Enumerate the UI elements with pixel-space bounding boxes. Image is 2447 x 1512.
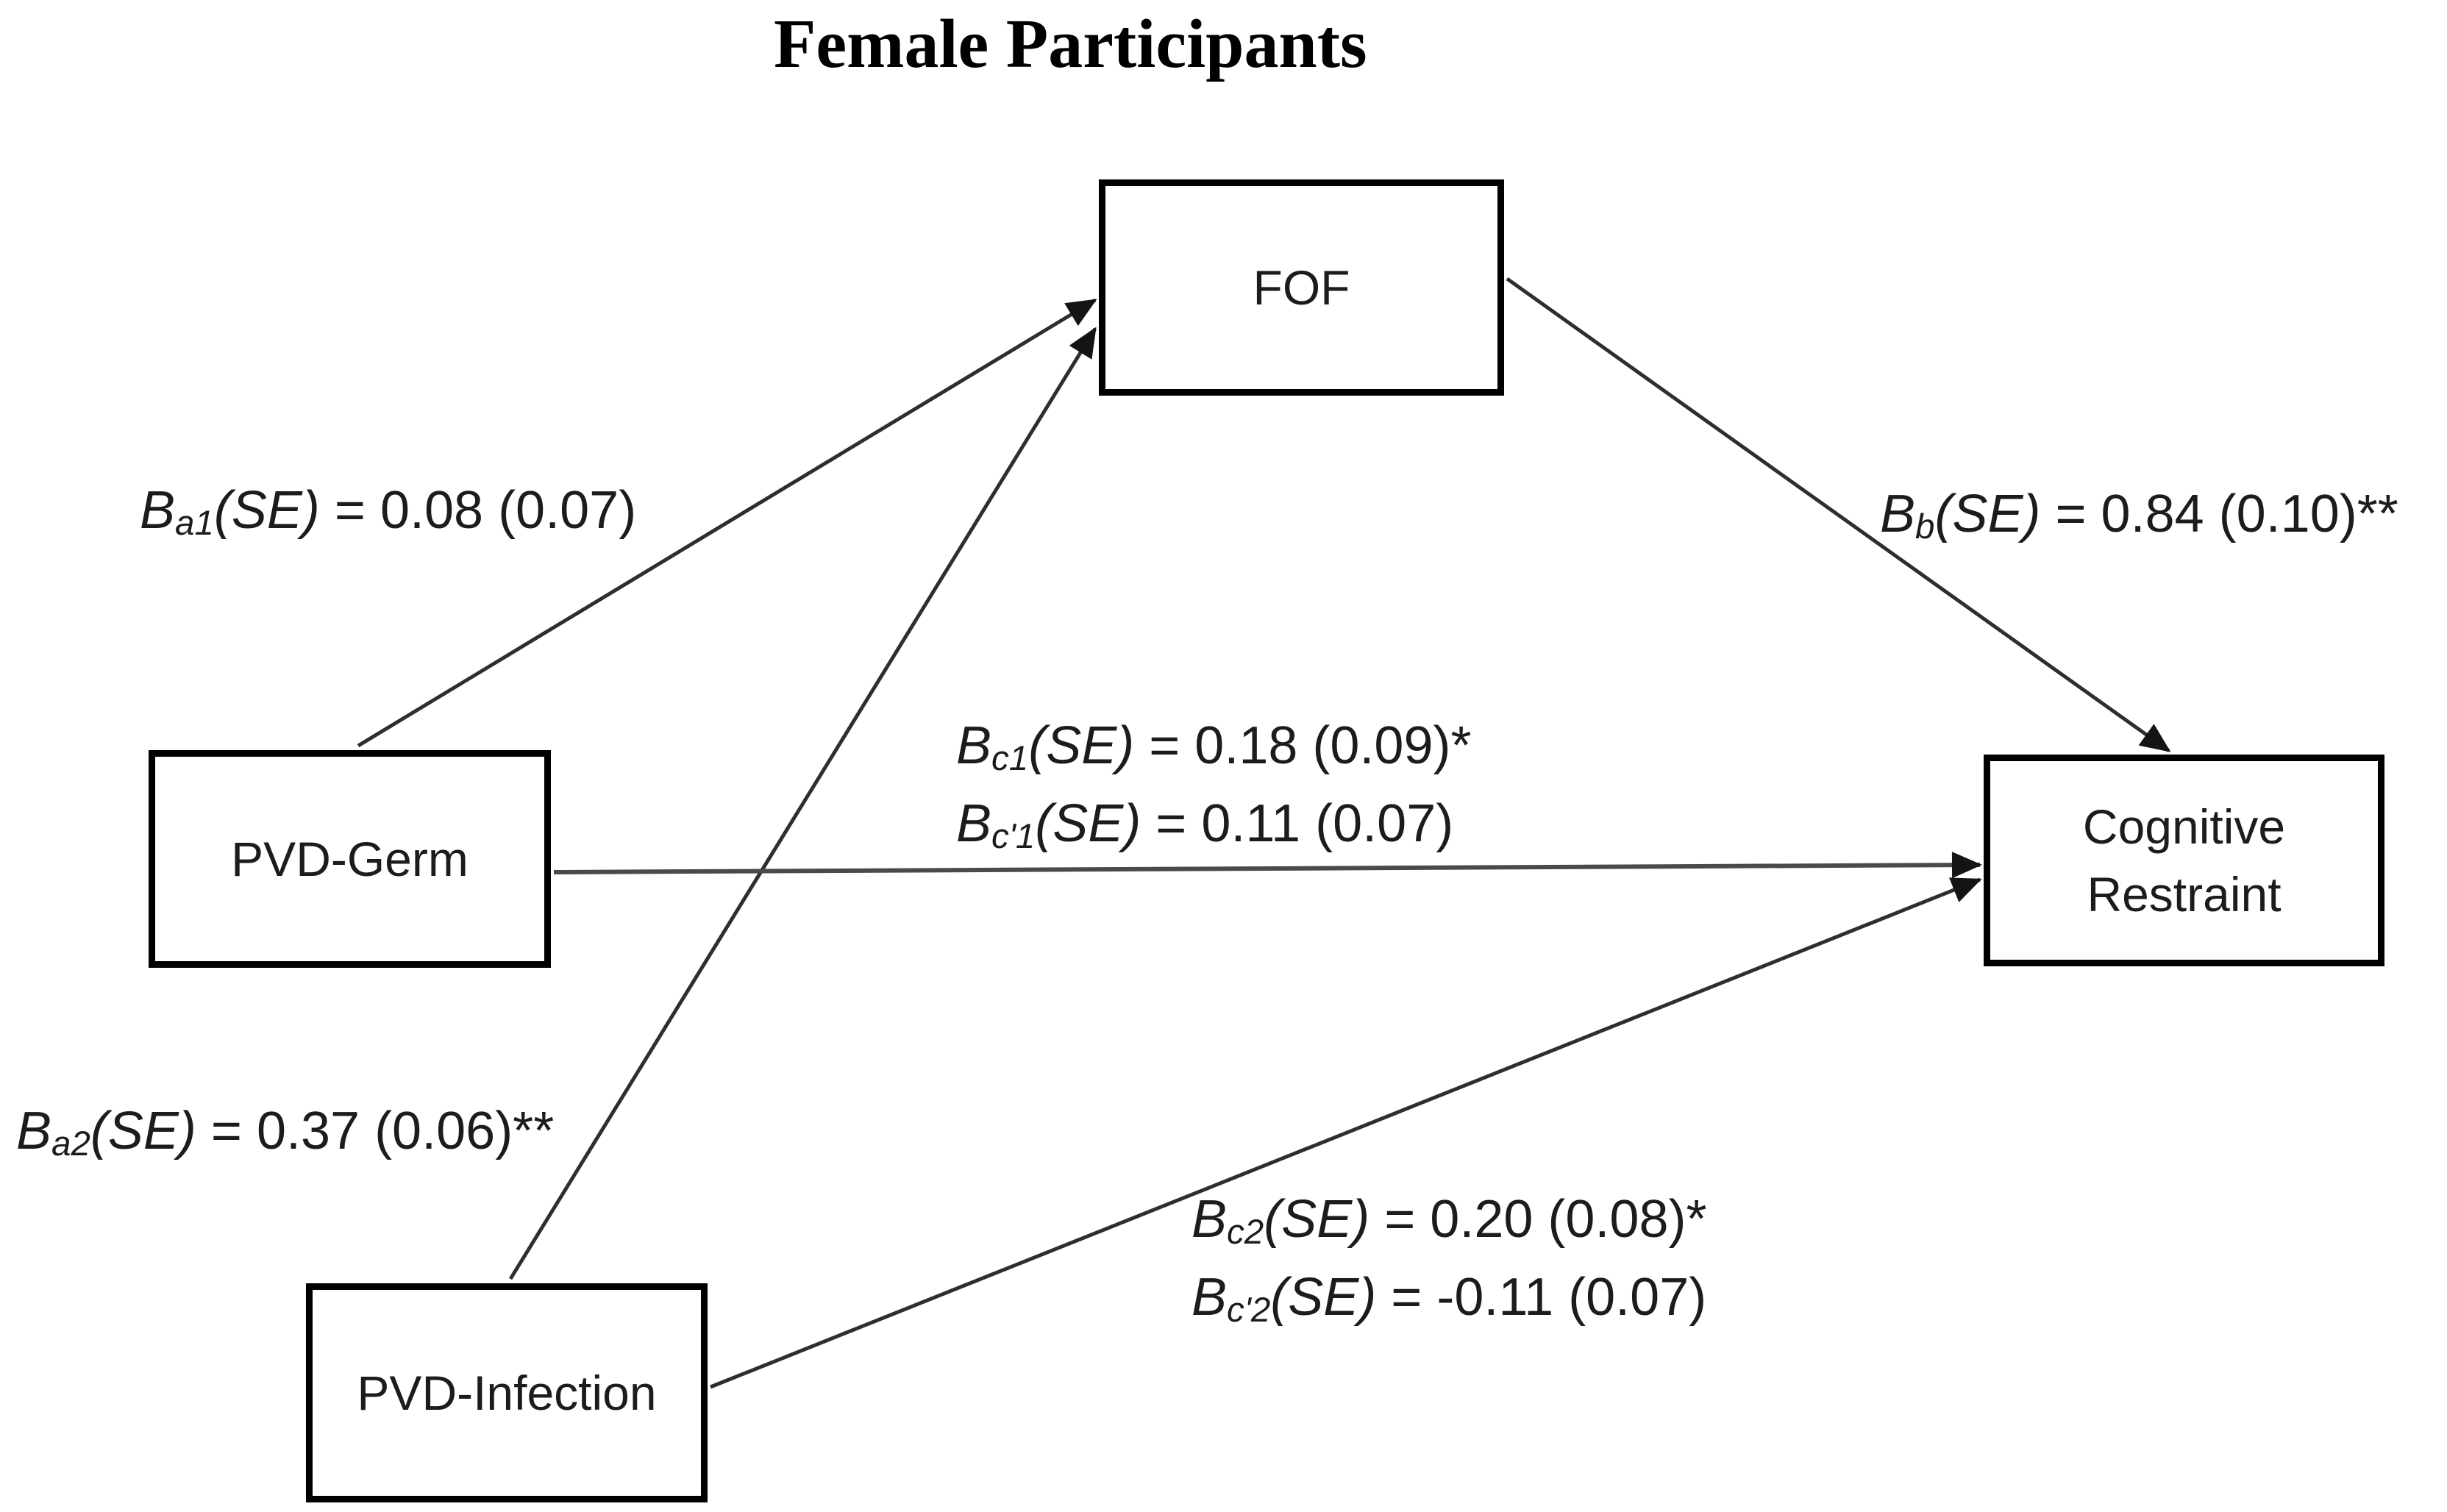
- coef-symbol: B: [140, 481, 176, 540]
- coef-value: = 0.08 (0.07): [319, 481, 637, 540]
- arrow-pvd-germ-to-fof: [357, 298, 1097, 748]
- path-label-a2-line: Ba2(SE) = 0.37 (0.06)**: [16, 1102, 555, 1161]
- coef-value: = -0.11 (0.07): [1376, 1268, 1707, 1327]
- diagram-title: Female Participants: [774, 6, 1367, 82]
- node-pvd-infection: PVD-Infection: [306, 1283, 708, 1502]
- path-label-c2-block: Bc2(SE) = 0.20 (0.08)* Bc'2(SE) = -0.11 …: [1192, 1190, 1707, 1327]
- coef-subscript: a2: [51, 1124, 90, 1163]
- path-label-c1: Bc1(SE) = 0.18 (0.09)*: [956, 716, 1472, 776]
- arrow-fof-to-cognitive-restraint: [1506, 277, 2171, 753]
- coef-symbol: B: [16, 1102, 52, 1160]
- node-cognitive-restraint: Cognitive Restraint: [1984, 755, 2384, 966]
- coef-value: = 0.37 (0.06)**: [196, 1102, 555, 1160]
- coef-subscript: a1: [175, 503, 214, 543]
- coef-subscript: c'1: [991, 816, 1036, 856]
- se-symbol: (SE): [213, 481, 320, 540]
- coef-symbol: B: [956, 794, 992, 853]
- coef-symbol: B: [1880, 485, 1916, 543]
- node-pvd-germ-label: PVD-Germ: [231, 831, 469, 886]
- coef-subscript: c2: [1227, 1212, 1264, 1252]
- coef-value: = 0.18 (0.09)*: [1134, 716, 1472, 775]
- path-label-a1: Ba1(SE) = 0.08 (0.07): [140, 481, 637, 541]
- coef-subscript: b: [1915, 507, 1935, 546]
- coef-value: = 0.20 (0.08)*: [1369, 1190, 1707, 1249]
- path-label-b: Bb(SE) = 0.84 (0.10)**: [1880, 485, 2398, 544]
- node-pvd-infection-label: PVD-Infection: [357, 1365, 657, 1420]
- path-label-a2: Ba2(SE) = 0.37 (0.06)**: [16, 1102, 555, 1161]
- node-pvd-germ: PVD-Germ: [149, 750, 551, 968]
- path-label-c1-block: Bc1(SE) = 0.18 (0.09)* Bc'1(SE) = 0.11 (…: [956, 716, 1472, 854]
- coef-value: = 0.84 (0.10)**: [2040, 485, 2398, 543]
- node-fof: FOF: [1099, 179, 1504, 396]
- se-symbol: (SE): [1035, 794, 1141, 853]
- coef-value: = 0.11 (0.07): [1141, 794, 1454, 853]
- coef-subscript: c'2: [1227, 1290, 1271, 1330]
- node-fof-label: FOF: [1253, 260, 1350, 315]
- se-symbol: (SE): [1028, 716, 1135, 775]
- arrow-pvd-germ-to-cognitive-restraint: [553, 852, 1982, 879]
- coef-subscript: c1: [991, 738, 1029, 778]
- path-label-c1-prime: Bc'1(SE) = 0.11 (0.07): [956, 794, 1472, 854]
- coef-symbol: B: [956, 716, 992, 775]
- arrow-pvd-infection-to-fof: [508, 327, 1097, 1280]
- path-label-a1-line: Ba1(SE) = 0.08 (0.07): [140, 481, 637, 541]
- coef-symbol: B: [1192, 1268, 1228, 1327]
- coef-symbol: B: [1192, 1190, 1228, 1249]
- se-symbol: (SE): [90, 1102, 196, 1160]
- node-cognitive-restraint-label-line1: Cognitive: [2082, 799, 2286, 854]
- node-cognitive-restraint-label-line2: Restraint: [2087, 867, 2282, 921]
- se-symbol: (SE): [1270, 1268, 1377, 1327]
- path-label-c2: Bc2(SE) = 0.20 (0.08)*: [1192, 1190, 1707, 1249]
- se-symbol: (SE): [1934, 485, 2041, 543]
- se-symbol: (SE): [1264, 1190, 1370, 1249]
- path-label-c2-prime: Bc'2(SE) = -0.11 (0.07): [1192, 1268, 1707, 1327]
- path-label-b-line: Bb(SE) = 0.84 (0.10)**: [1880, 485, 2398, 544]
- arrow-pvd-infection-to-cognitive-restraint: [710, 877, 1982, 1389]
